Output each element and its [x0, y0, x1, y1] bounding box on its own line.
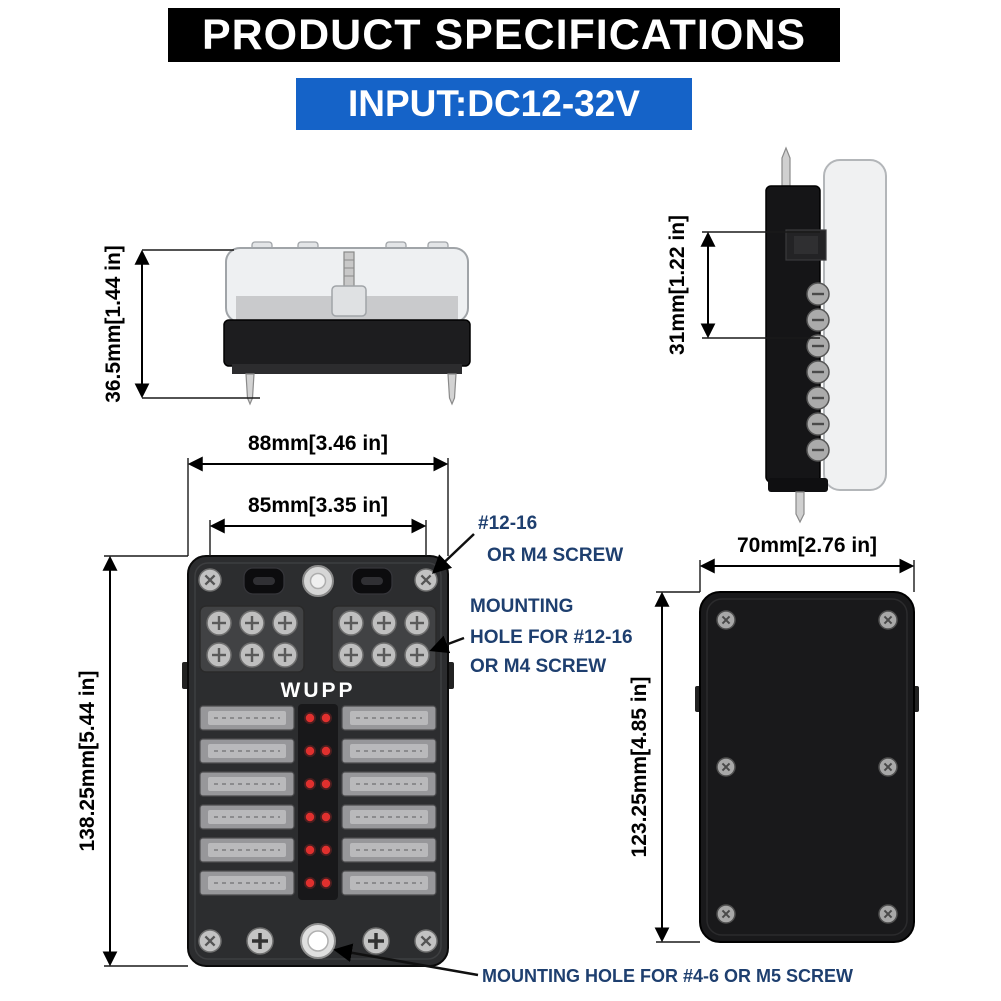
dim-back-width: 70mm[2.76 in]	[699, 534, 915, 592]
tapping-screw-icon	[447, 373, 457, 405]
back-screw-icon	[716, 610, 736, 630]
page-title-bar: PRODUCT SPECIFICATIONS	[168, 8, 840, 62]
plus-terminal-icon	[245, 926, 275, 956]
profile-fuse-edge-inner	[794, 236, 818, 254]
side-view: 36.5mm[1.44 in]	[102, 241, 471, 405]
annotation-text: MOUNTING	[470, 596, 573, 617]
input-voltage-banner: INPUT:DC12-32V	[296, 78, 692, 130]
dim-front-width-inner: 85mm[3.35 in]	[209, 494, 427, 556]
dim-back-height: 123.25mm[4.85 in]	[628, 591, 700, 943]
tapping-screw-icon	[781, 146, 791, 187]
profile-foot	[768, 478, 828, 492]
terminal-slot	[253, 577, 275, 585]
profile-cover	[823, 159, 887, 491]
back-screw-icon	[878, 904, 898, 924]
stud-base	[331, 285, 367, 317]
side-view-body	[223, 319, 471, 367]
dim-label-front-width-outer: 88mm[3.46 in]	[248, 432, 388, 455]
center-mounting-hole-inner	[307, 930, 329, 952]
body-lip	[232, 364, 462, 374]
dim-front-height: 138.25mm[5.44 in]	[76, 555, 188, 967]
slot-screw-icon	[805, 437, 831, 463]
mounting-screw-icon	[197, 928, 223, 954]
back-screw-icon	[878, 610, 898, 630]
back-body-inner-edge	[706, 598, 908, 936]
brand-logo: WUPP	[281, 679, 356, 702]
annotation-text: OR M4 SCREW	[470, 656, 606, 677]
page-title: PRODUCT SPECIFICATIONS	[201, 10, 807, 59]
dim-front-width-outer: 88mm[3.46 in]	[187, 432, 449, 556]
annotation-text: OR M4 SCREW	[487, 545, 623, 566]
annotation-top-screw: #12-16 OR M4 SCREW	[431, 513, 623, 574]
terminal-slot	[361, 577, 383, 585]
dim-label-back-width: 70mm[2.76 in]	[737, 534, 877, 557]
plus-terminal-icon	[361, 926, 391, 956]
dim-label-back-height: 123.25mm[4.85 in]	[628, 677, 651, 858]
back-screw-icon	[878, 757, 898, 777]
back-view: 70mm[2.76 in] 123.25mm[4.85 in]	[628, 534, 919, 943]
dim-label-front-width-inner: 85mm[3.35 in]	[248, 494, 388, 517]
tapping-screw-icon	[245, 373, 255, 405]
dim-label-side-height: 36.5mm[1.44 in]	[102, 245, 125, 403]
slot-screw-icon	[805, 411, 831, 437]
slot-screw-icon	[805, 307, 831, 333]
mounting-screw-icon	[413, 928, 439, 954]
tapping-screw-icon	[795, 491, 805, 524]
dim-profile-depth: 31mm[1.22 in]	[666, 215, 820, 355]
front-view: WUPP 88mm[3.46 in]	[76, 432, 454, 967]
annotation-text: #12-16	[478, 513, 537, 534]
profile-view: 31mm[1.22 in]	[666, 146, 887, 524]
slot-screw-icon	[805, 281, 831, 307]
dim-label-front-height: 138.25mm[5.44 in]	[76, 671, 99, 852]
led-strip	[298, 704, 338, 900]
input-voltage-label: INPUT:DC12-32V	[348, 83, 640, 124]
back-screw-icon	[716, 757, 736, 777]
back-screw-icon	[716, 904, 736, 924]
slot-screw-icon	[805, 359, 831, 385]
back-body	[699, 591, 915, 943]
power-stud-center	[309, 572, 327, 590]
annotation-text: HOLE FOR #12-16	[470, 627, 633, 648]
cover-stud	[343, 251, 355, 291]
dim-label-profile-depth: 31mm[1.22 in]	[666, 215, 689, 355]
annotation-bottom-hole: MOUNTING HOLE FOR #4-6 OR M5 SCREW	[333, 943, 853, 986]
mounting-screw-icon	[197, 567, 223, 593]
slot-screw-icon	[805, 385, 831, 411]
dim-side-height: 36.5mm[1.44 in]	[102, 245, 260, 403]
annotation-side-hole: MOUNTING HOLE FOR #12-16 OR M4 SCREW	[429, 596, 633, 677]
annotation-text: MOUNTING HOLE FOR #4-6 OR M5 SCREW	[482, 966, 853, 986]
mounting-screw-icon	[413, 567, 439, 593]
